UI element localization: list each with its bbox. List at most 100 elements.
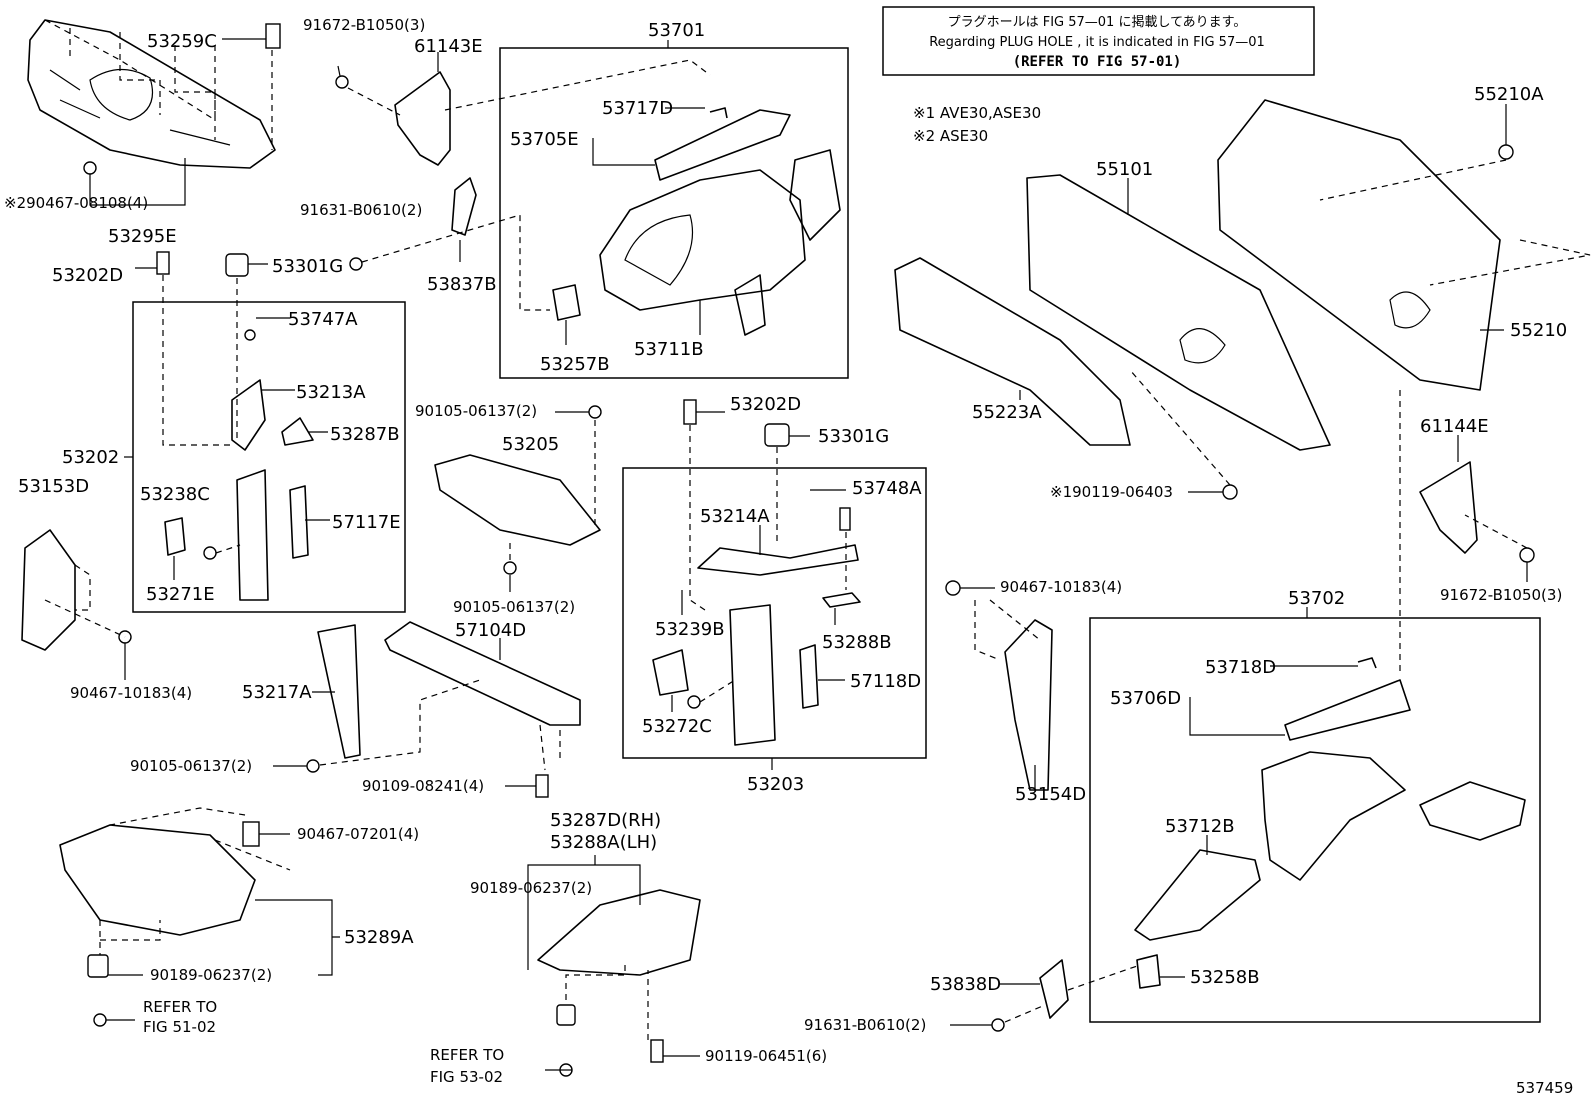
part-53711B: [599, 169, 806, 311]
label-53258B: 53258B: [1190, 967, 1260, 988]
label-53238C: 53238C: [140, 484, 210, 505]
part-53203-pillar: [729, 604, 776, 746]
bolt-icon: [535, 774, 549, 798]
note-jp: プラグホールは FIG 57—01 に掲載してあります。: [948, 14, 1247, 30]
label-91631-B0610-a: 91631-B0610(2): [300, 201, 422, 219]
part-labels: 53259C 91672-B1050(3) 61143E 53701 53717…: [4, 16, 1573, 1097]
support-assembly-53202: [164, 379, 314, 601]
label-53718D: 53718D: [1205, 657, 1276, 678]
label-90467-10183-a: 90467-10183(4): [70, 684, 192, 702]
clip-icon: [945, 580, 961, 596]
bolt-53202D-icon: [156, 251, 170, 275]
label-90105-06137-b: 90105-06137(2): [453, 598, 575, 616]
bolt-icon: [687, 695, 701, 709]
label-53288A-LH: 53288A(LH): [550, 832, 657, 853]
clip-icon: [242, 821, 260, 847]
label-90105-06137-a: 90105-06137(2): [415, 402, 537, 420]
bracket-61144E: [1419, 461, 1478, 554]
label-53838D: 53838D: [930, 974, 1001, 995]
part-53153D: [21, 529, 76, 651]
label-53205: 53205: [502, 434, 559, 455]
bolt-icon: [1519, 547, 1535, 563]
note-refer: (REFER TO FIG 57-01): [1013, 54, 1182, 70]
part-57118D: [799, 644, 819, 709]
part-53289A: [59, 824, 256, 936]
label-53748A: 53748A: [852, 478, 922, 499]
part-53288B: [822, 592, 861, 608]
label-55223A: 55223A: [972, 402, 1042, 423]
clip-53259C-icon: [265, 23, 281, 49]
bolt-53202D-icon: [683, 399, 697, 425]
clip-icon: [87, 954, 109, 978]
label-57117E: 57117E: [332, 512, 401, 533]
part-53205: [434, 454, 601, 546]
bolt-icon: [306, 759, 320, 773]
group-box-53701: [499, 47, 849, 379]
part-53257B: [552, 284, 581, 321]
part-53287B: [281, 417, 314, 446]
fasteners: [83, 23, 1535, 1077]
label-91672-B1050-b: 91672-B1050(3): [1440, 586, 1562, 604]
label-refer-53-line2: FIG 53-02: [430, 1068, 503, 1086]
apron-assembly-53701: [552, 107, 841, 336]
label-53717D: 53717D: [602, 98, 673, 119]
label-91631-B0610-b: 91631-B0610(2): [804, 1016, 926, 1034]
label-57118D: 57118D: [850, 671, 921, 692]
label-61143E: 61143E: [414, 36, 483, 57]
label-55210A: 55210A: [1474, 84, 1544, 105]
label-55210: 55210: [1510, 320, 1567, 341]
label-53702: 53702: [1288, 588, 1345, 609]
part-53202-pillar: [236, 469, 269, 601]
label-53239B: 53239B: [655, 619, 725, 640]
label-53217A: 53217A: [242, 682, 312, 703]
label-53202: 53202: [62, 447, 119, 468]
group-box-53203: [622, 467, 927, 759]
label-53301G-b: 53301G: [818, 426, 889, 447]
part-53213A: [231, 379, 266, 451]
part-53706D: [1284, 679, 1411, 741]
label-53153D: 53153D: [18, 476, 89, 497]
label-53705E: 53705E: [510, 129, 579, 150]
part-53287D-53288A: [537, 889, 701, 976]
clip-icon: [556, 1004, 576, 1026]
label-53154D: 53154D: [1015, 784, 1086, 805]
label-53257B: 53257B: [540, 354, 610, 375]
figure-number: 537459: [1516, 1079, 1573, 1097]
bolt-icon: [1222, 484, 1238, 500]
part-55210: [1217, 99, 1501, 391]
label-refer-53-line1: REFER TO: [430, 1046, 504, 1064]
label-53747A: 53747A: [288, 309, 358, 330]
grommet-53301G-icon: [225, 253, 249, 277]
part-53718D: [1357, 657, 1377, 669]
part-57104D: [384, 621, 581, 726]
clip-55210A-icon: [1498, 144, 1514, 160]
label-53295E: 53295E: [108, 226, 177, 247]
support-assembly-53203: [652, 544, 861, 746]
label-53701: 53701: [648, 20, 705, 41]
label-53202D-b: 53202D: [730, 394, 801, 415]
bolt-icon: [203, 546, 217, 560]
variant-note-1: ※1 AVE30,ASE30: [913, 104, 1041, 122]
label-53711B: 53711B: [634, 339, 704, 360]
label-90119-06451: 90119-06451(6): [705, 1047, 827, 1065]
bolt-icon: [503, 561, 517, 575]
bracket-61143E: [394, 71, 451, 166]
label-53271E: 53271E: [146, 584, 215, 605]
part-55223A: [894, 257, 1131, 446]
label-refer-51-line2: FIG 51-02: [143, 1018, 216, 1036]
bolt-icon: [991, 1018, 1005, 1032]
variant-note-2: ※2 ASE30: [913, 127, 988, 145]
label-53301G-a: 53301G: [272, 256, 343, 277]
label-91672-B1050-a: 91672-B1050(3): [303, 16, 425, 34]
bolt-icon: [839, 507, 851, 531]
label-53214A: 53214A: [700, 506, 770, 527]
part-53717D: [709, 107, 728, 119]
label-90467-07201: 90467-07201(4): [297, 825, 419, 843]
part-53838D: [1039, 959, 1069, 1019]
label-90189-06237-b: 90189-06237(2): [150, 966, 272, 984]
part-55101: [1026, 174, 1331, 451]
leader-lines: [89, 38, 1528, 1071]
label-refer-51-line1: REFER TO: [143, 998, 217, 1016]
label-53287D-RH: 53287D(RH): [550, 810, 661, 831]
part-53712B: [1134, 849, 1261, 941]
